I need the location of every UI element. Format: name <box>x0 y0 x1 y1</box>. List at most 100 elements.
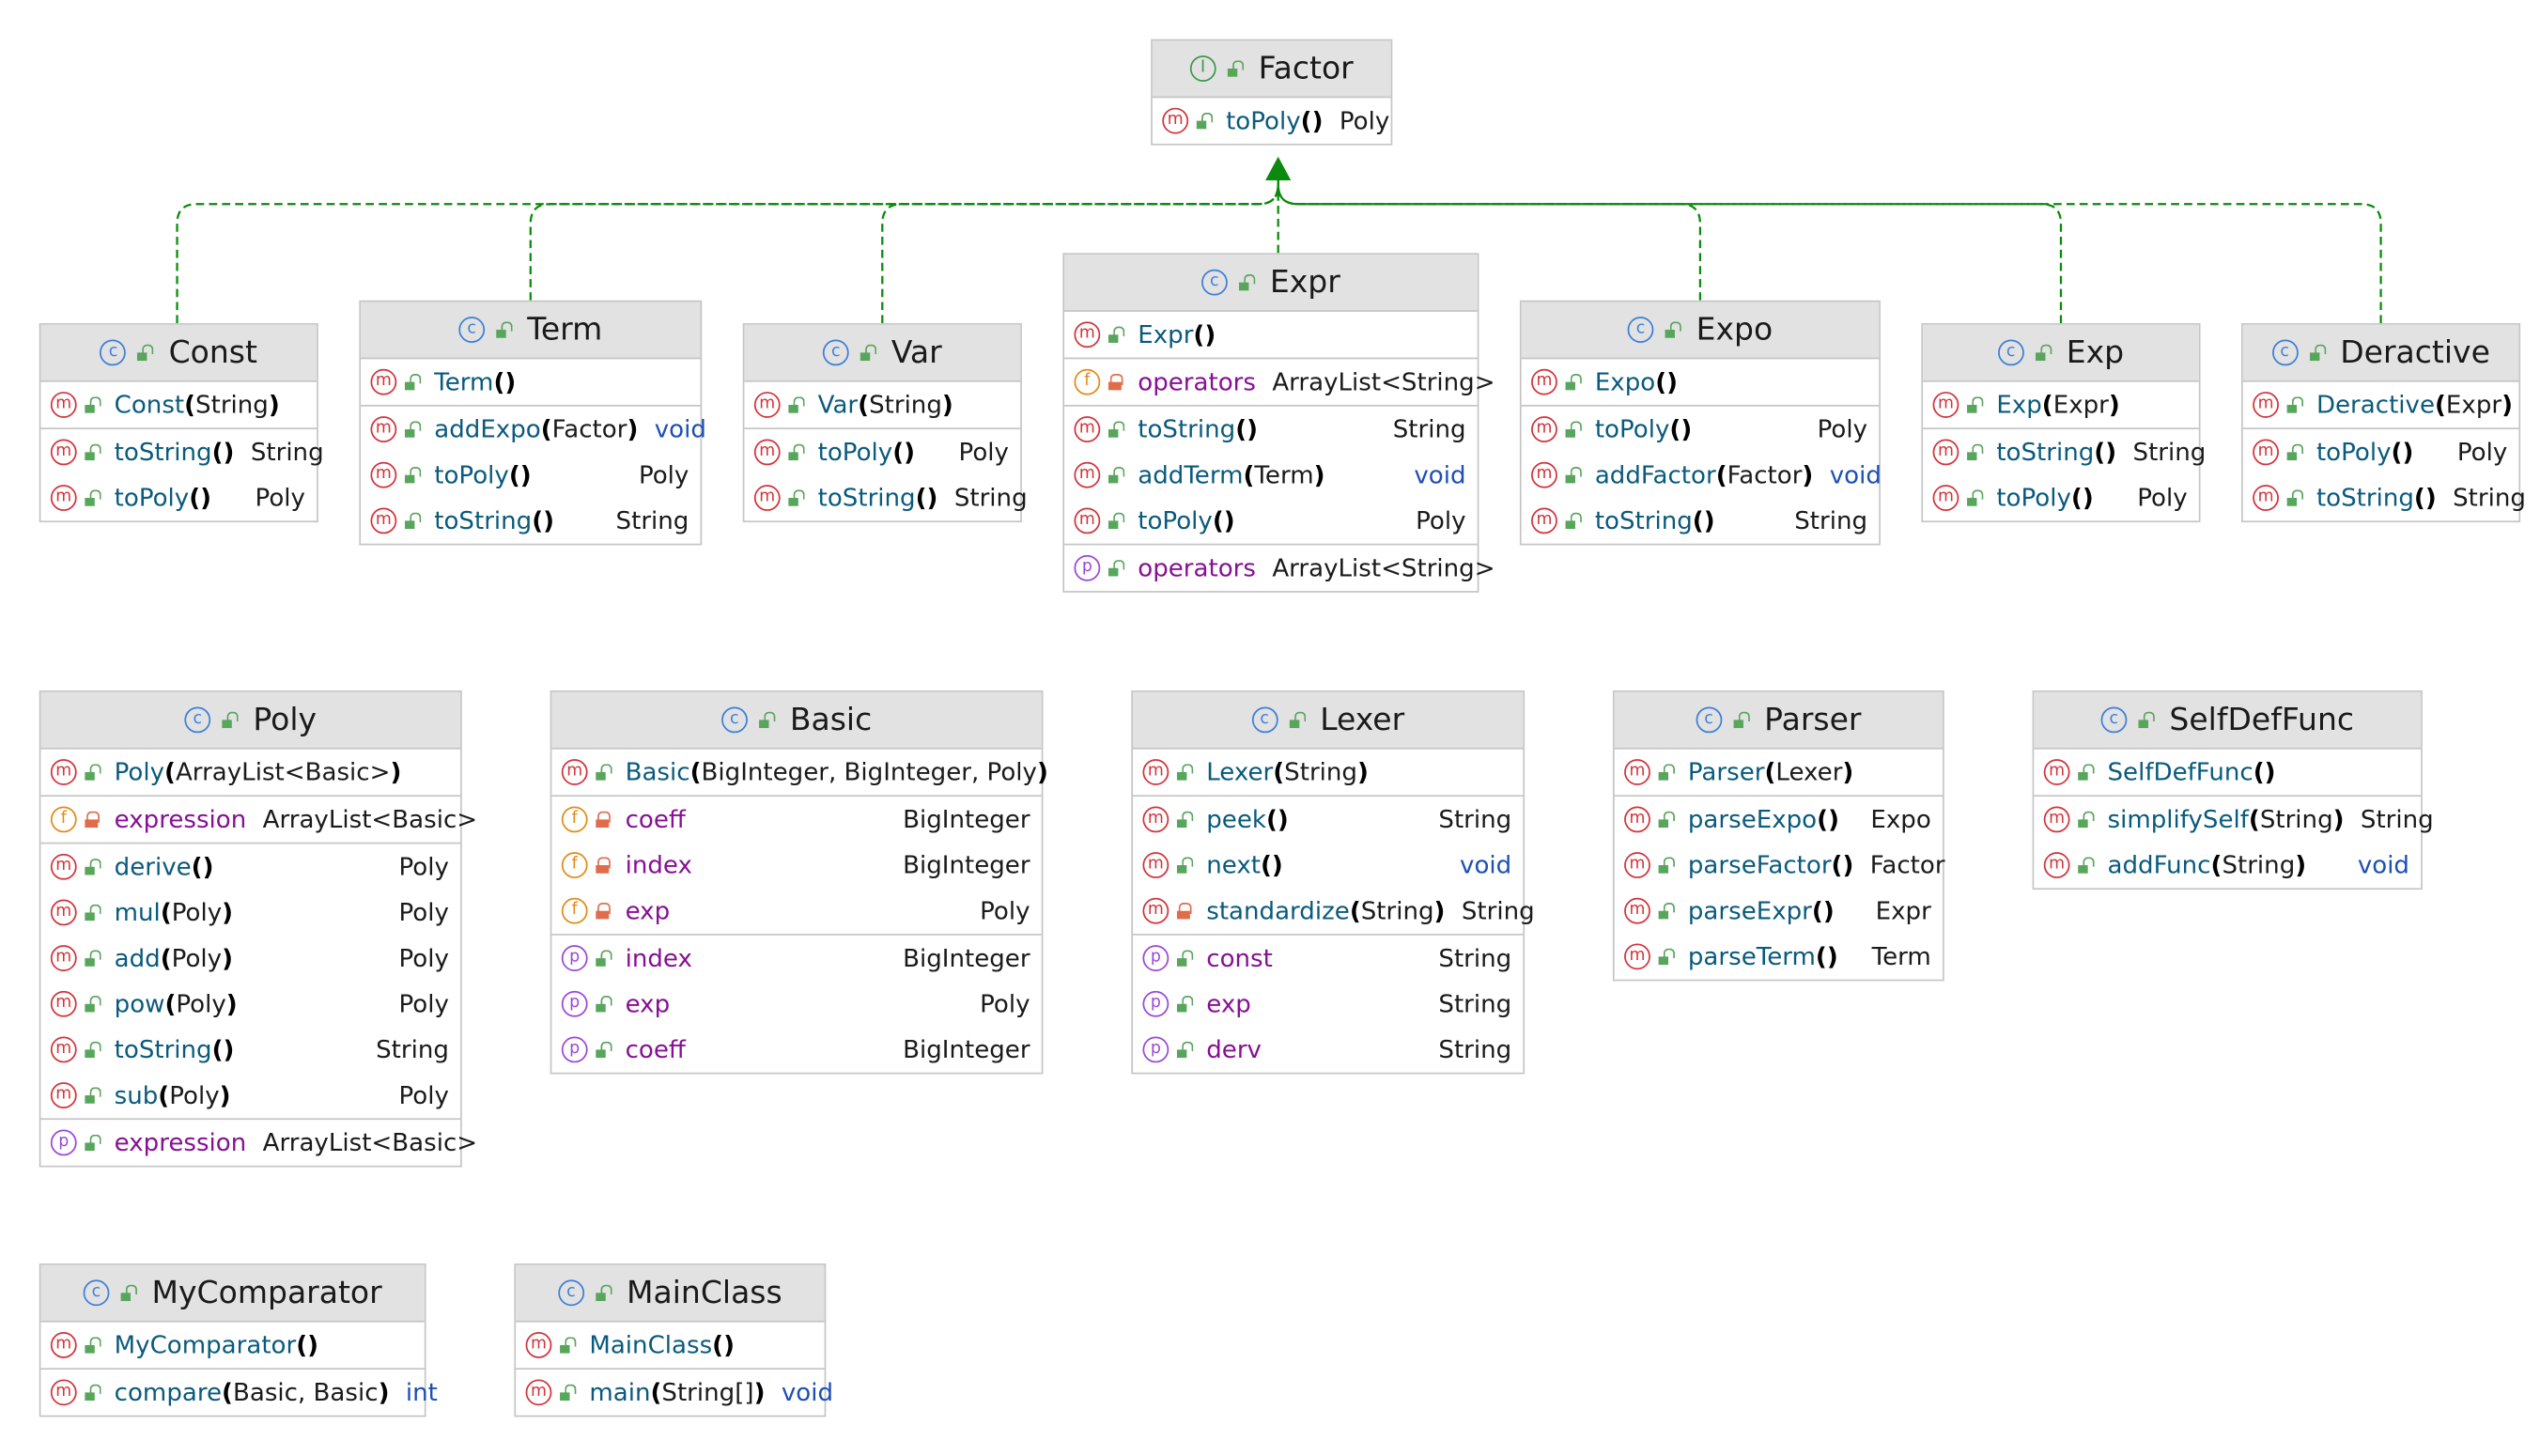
field-icon: f <box>50 806 77 833</box>
public-visibility-icon <box>1658 903 1675 920</box>
open-paren: ( <box>164 989 177 1019</box>
member-type: String <box>2360 804 2434 835</box>
public-visibility-icon <box>1658 857 1675 874</box>
close-paren: ) <box>1277 804 1289 835</box>
open-paren: ( <box>1349 896 1361 926</box>
member-type: String <box>376 1034 449 1065</box>
public-visibility-icon <box>596 950 612 967</box>
member-type: Poly <box>255 483 305 513</box>
member-name: addFactor <box>1594 460 1716 490</box>
public-visibility-icon <box>404 467 422 484</box>
public-visibility-icon <box>2286 443 2304 461</box>
public-visibility-icon <box>596 764 612 781</box>
public-visibility-icon <box>222 711 239 729</box>
member-type: String <box>250 437 324 468</box>
member-type: Poly <box>398 989 449 1019</box>
open-paren: ( <box>2041 390 2053 420</box>
method-icon: m <box>370 416 397 442</box>
public-visibility-icon <box>1107 421 1125 438</box>
member-name: pow <box>114 989 165 1019</box>
open-paren: ( <box>184 390 196 420</box>
public-visibility-icon <box>404 512 422 530</box>
